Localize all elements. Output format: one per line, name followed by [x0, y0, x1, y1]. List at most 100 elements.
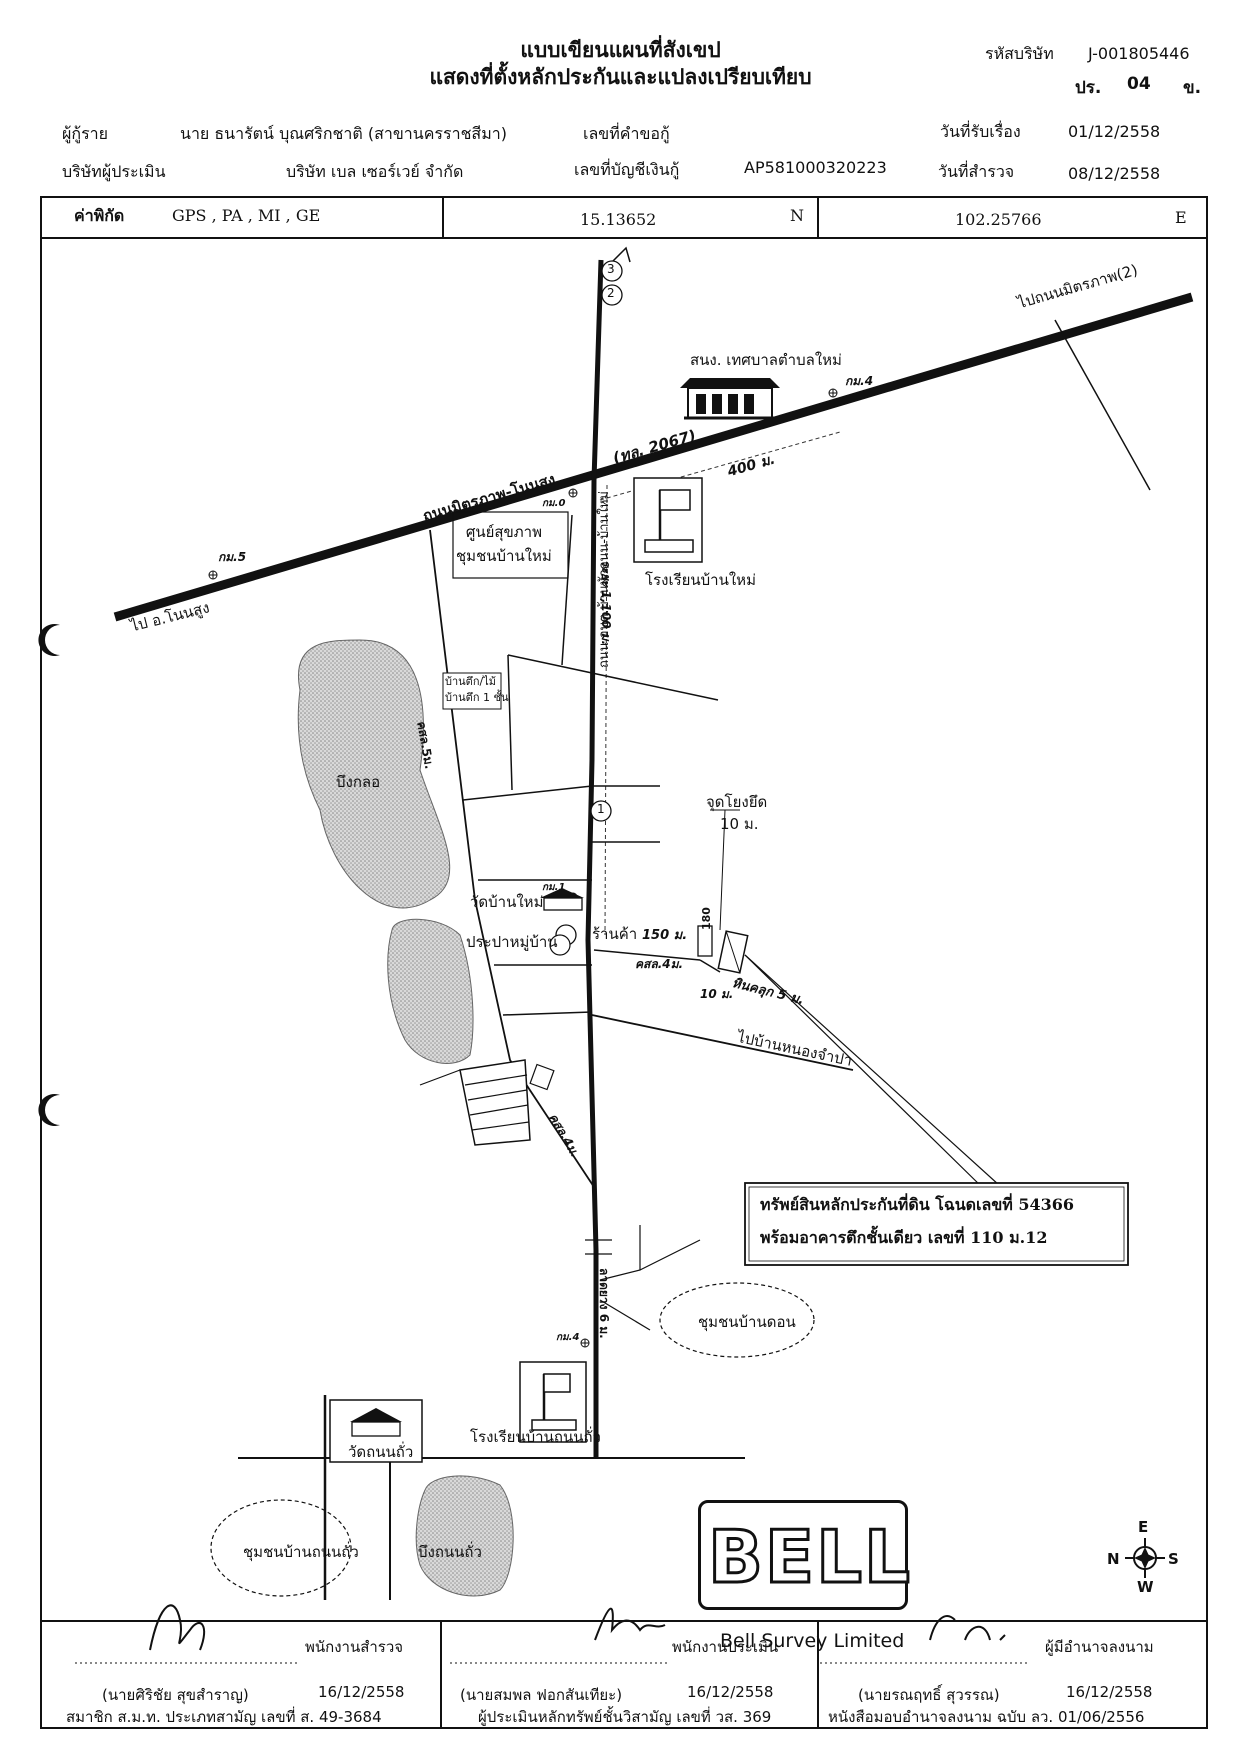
loan-account-value: AP581000320223: [744, 158, 887, 177]
sig-col-divider-2: [817, 1620, 819, 1729]
company-code-label: รหัสบริษัท: [985, 44, 1054, 63]
compass-rose-icon: [1125, 1538, 1165, 1578]
loan-account-label: เลขที่บัญชีเงินกู้: [574, 160, 680, 179]
label-connection-point: จุดโยงยึด: [706, 793, 768, 811]
striped-building: [459, 1059, 531, 1146]
appraiser-name: (นายสมพล ฟอกสันเทียะ): [460, 1686, 623, 1704]
authority-role: ผู้มีอำนาจลงนาม: [1045, 1638, 1154, 1656]
coord-row-divider: [40, 237, 1208, 239]
survey-date-label: วันที่สำรวจ: [938, 162, 1015, 181]
bell-logo-text: BELL: [707, 1514, 912, 1601]
label-dist-150: 150 ม.: [642, 928, 688, 943]
compass-w: W: [1137, 1578, 1154, 1596]
sig-col-divider-1: [440, 1620, 442, 1729]
label-house: บ้านตึก/ไม้ บ้านตึก 1 ชั้น: [445, 675, 509, 704]
label-dist-180: 180: [700, 907, 713, 930]
marker-1: 1: [597, 802, 605, 816]
label-km1: กม.1: [542, 882, 566, 893]
form-code-number: 04: [1127, 74, 1151, 94]
label-wat-thanon: วัดถนนถั่ว: [348, 1443, 414, 1461]
appraiser-role: พนักงานประเมิน: [672, 1638, 779, 1656]
school-baanmai-icon: [633, 477, 703, 563]
label-health-center: ศูนย์สุขภาพ ชุมชนบ้านใหม่: [456, 523, 552, 565]
community-thanon-ellipse: [210, 1499, 352, 1597]
coord-lon-dir: E: [1175, 208, 1187, 227]
label-road-asphalt: ลาดยาง 6 ม.: [597, 1268, 611, 1339]
label-km4-top: กม.4: [845, 374, 874, 388]
label-school-thanon: โรงเรียนบ้านถนนถั่ว: [470, 1428, 601, 1446]
coord-lat: 15.13652: [580, 210, 657, 229]
label-dist-10-bottom: 10 ม.: [700, 987, 734, 1001]
label-dist-10-top: 10 ม.: [720, 815, 759, 833]
coord-col-divider-2: [817, 196, 819, 238]
label-km5: กม.5: [218, 550, 247, 564]
coord-col-divider-1: [442, 196, 444, 238]
main-road-ns: [585, 259, 604, 1458]
signature-divider: [40, 1620, 1208, 1622]
title-line-2: แสดงที่ตั้งหลักประกันและแปลงเปรียบเทียบ: [429, 65, 812, 89]
marker-3: 3: [607, 262, 615, 276]
marker-2: 2: [607, 286, 615, 300]
school-thanon-icon: [519, 1361, 587, 1443]
authority-date: 16/12/2558: [1066, 1683, 1153, 1701]
received-date-value: 01/12/2558: [1068, 122, 1161, 141]
label-municipality: สนง. เทศบาลตำบลใหม่: [690, 351, 842, 369]
temple-baanmai-icon: [540, 888, 584, 911]
title-line-1: แบบเขียนแผนที่สังเขป: [520, 38, 721, 62]
coord-methods: GPS , PA , MI , GE: [172, 206, 321, 225]
road-to-mittraphap-branch: [1054, 319, 1151, 491]
company-overlay: Bell Survey Limited: [720, 1630, 905, 1652]
collateral-line-2: พร้อมอาคารตึกชั้นเดียว เลขที่ 110 ม.12: [760, 1228, 1048, 1247]
label-pond-thanon: บึงถนนถั่ว: [418, 1543, 482, 1561]
label-wat-baanmai: วัดบ้านใหม่: [470, 893, 544, 911]
surveyor-member: สมาชิก ส.ม.ท. ประเภทสามัญ เลขที่ ส. 49-3…: [66, 1708, 382, 1726]
pond-center: [387, 918, 474, 1064]
appraiser-license: ผู้ประเมินหลักทรัพย์ชั้นวิสามัญ เลขที่ ว…: [478, 1708, 772, 1726]
pond-thanon: [415, 1475, 514, 1597]
company-code-value: J-001805446: [1088, 44, 1190, 63]
survey-date-value: 08/12/2558: [1068, 164, 1161, 183]
borrower-label: ผู้กู้ราย: [62, 124, 109, 143]
appraiser-date: 16/12/2558: [687, 1683, 774, 1701]
municipality-building: [680, 378, 780, 420]
label-community-don: ชุมชนบ้านดอน: [698, 1313, 796, 1331]
request-no-label: เลขที่คำขอกู้: [583, 124, 670, 143]
label-km0: กม.0: [542, 498, 566, 509]
highway-mittraphap-nonsung: [113, 292, 1194, 622]
bell-logo-box: [698, 1500, 908, 1610]
coord-label: ค่าพิกัด: [74, 206, 125, 225]
borrower-value: นาย ธนารัตน์ บุณศริกชาติ (สาขานครราชสีมา…: [180, 124, 507, 143]
surveyor-name: (นายศิริชัย สุขสำราญ): [102, 1686, 249, 1704]
label-shop: ร้านค้า: [592, 925, 638, 943]
collateral-line-1: ทรัพย์สินหลักประกันที่ดิน โฉนดเลขที่ 543…: [760, 1195, 1075, 1214]
appraiser-company-value: บริษัท เบล เซอร์เวย์ จำกัด: [286, 162, 464, 181]
received-date-label: วันที่รับเรื่อง: [940, 122, 1021, 141]
form-code-suffix: ข.: [1183, 78, 1202, 98]
signature-authority: [929, 1615, 1006, 1641]
label-pond-klo: บึงกลอ: [336, 773, 381, 791]
coord-lat-dir: N: [790, 206, 804, 225]
authority-doc: หนังสือมอบอำนาจลงนาม ฉบับ ลว. 01/06/2556: [828, 1708, 1145, 1726]
collateral-info-box: [744, 1182, 1129, 1266]
pond-klo: [297, 639, 451, 909]
coord-lon: 102.25766: [955, 210, 1042, 229]
map-frame: [40, 196, 1208, 1729]
label-school-baanmai: โรงเรียนบ้านใหม่: [645, 571, 756, 589]
label-km4-bottom: กม.4: [556, 1332, 580, 1343]
local-road-west: [429, 529, 597, 1191]
compass-n: N: [1107, 1550, 1120, 1568]
signature-surveyor: [149, 1604, 206, 1651]
authority-name: (นายรณฤทธิ์ สุวรรณ): [858, 1686, 1000, 1704]
label-village-sign: ประปาหมู่บ้าน: [466, 933, 558, 951]
form-code-label: ปร.: [1075, 78, 1102, 98]
appraiser-company-label: บริษัทผู้ประเมิน: [62, 162, 166, 181]
compass-e: E: [1138, 1518, 1149, 1536]
label-road-ksl4: คสล.4ม.: [635, 957, 684, 971]
label-community-thanon: ชุมชนบ้านถนนถั่ว: [243, 1543, 359, 1561]
surveyor-role: พนักงานสำรวจ: [305, 1638, 404, 1656]
surveyor-date: 16/12/2558: [318, 1683, 405, 1701]
community-don-ellipse: [659, 1282, 815, 1358]
temple-thanon-icon: [329, 1399, 423, 1463]
label-side-road: ถนน อบต.บ้านหัวถนน-บ้านใหม่: [597, 491, 612, 668]
